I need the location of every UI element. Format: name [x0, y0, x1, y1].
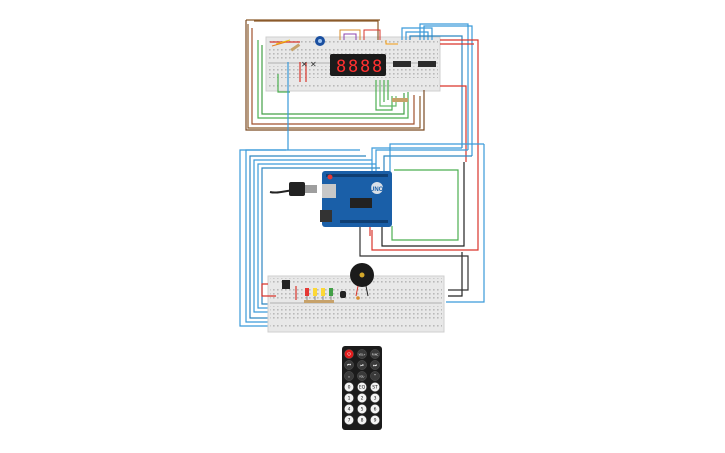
- remote-button-eq[interactable]: EQ: [357, 382, 367, 392]
- button-cross-1: ✕: [301, 60, 308, 69]
- remote-button-label: 2: [361, 396, 364, 402]
- remote-button-label: 9: [374, 418, 377, 424]
- reset-button: [327, 174, 333, 180]
- remote-button-label: ⌄: [347, 375, 351, 380]
- remote-button-label: ST: [372, 385, 378, 391]
- seven-segment-display: 8 8 8 8: [330, 54, 386, 77]
- remote-button-8[interactable]: 8: [357, 415, 367, 425]
- remote-button-0[interactable]: 0: [344, 382, 354, 392]
- remote-button-4[interactable]: 4: [344, 404, 354, 414]
- remote-button-grid: ⏻ VOL+ FUNC ⏮ ⏯ ⏭ ⌄ VOL- ⌃ 0 EQ ST 1 2 3 4 5 6 7 8 9: [344, 349, 380, 425]
- ic-chips: [393, 61, 436, 67]
- brown-wires-top: [245, 19, 425, 131]
- remote-button-play[interactable]: ⏯: [357, 360, 367, 370]
- wires-arduino-to-lower: [359, 162, 469, 297]
- remote-button-up[interactable]: ⌃: [370, 371, 380, 381]
- remote-button-5[interactable]: 5: [357, 404, 367, 414]
- arduino-uno[interactable]: UNO: [320, 171, 392, 227]
- remote-button-label: 8: [361, 418, 364, 424]
- remote-button-label: ⏯: [360, 364, 364, 369]
- usb-cable: [269, 182, 317, 196]
- remote-button-1[interactable]: 1: [344, 393, 354, 403]
- remote-button-label: 6: [374, 407, 377, 413]
- remote-button-2[interactable]: 2: [357, 393, 367, 403]
- top-jumpers: [271, 29, 398, 47]
- remote-button-9[interactable]: 9: [370, 415, 380, 425]
- remote-button-3[interactable]: 3: [370, 393, 380, 403]
- top-board-components: ✕ ✕: [290, 36, 408, 102]
- piezo-buzzer[interactable]: [350, 263, 374, 297]
- arduino-logo: [371, 182, 383, 194]
- remote-button-power[interactable]: ⏻: [344, 349, 354, 359]
- remote-button-label: 1: [348, 396, 351, 402]
- usb-port: [322, 184, 336, 198]
- remote-button-func[interactable]: FUNC: [370, 349, 380, 359]
- ic-chip-2: [418, 61, 436, 67]
- ir-receiver: [282, 280, 290, 289]
- led-resistors: [304, 300, 334, 303]
- remote-button-6[interactable]: 6: [370, 404, 380, 414]
- remote-button-label: ⏮: [347, 364, 351, 369]
- red-wires-top: [270, 39, 479, 251]
- transistor: [340, 291, 360, 300]
- remote-button-prev[interactable]: ⏮: [344, 360, 354, 370]
- remote-button-next[interactable]: ⏭: [370, 360, 380, 370]
- remote-button-label: 5: [361, 407, 364, 413]
- display-digit-3: 8: [360, 57, 370, 77]
- remote-button-vol-minus[interactable]: VOL-: [357, 371, 367, 381]
- display-digit-1: 8: [336, 57, 346, 77]
- remote-button-st[interactable]: ST: [370, 382, 380, 392]
- remote-button-vol-plus[interactable]: VOL+: [357, 349, 367, 359]
- blue-wires-middle: [239, 143, 485, 327]
- resistor-row: [392, 98, 408, 102]
- remote-button-label: 3: [374, 396, 377, 402]
- button-cross-2: ✕: [310, 60, 317, 69]
- display-digit-4: 8: [372, 57, 382, 77]
- remote-button-label: FUNC: [372, 354, 379, 357]
- led-array: [304, 288, 334, 303]
- remote-button-down[interactable]: ⌄: [344, 371, 354, 381]
- remote-button-label: ⌃: [373, 374, 377, 380]
- arduino-model-label: UNO: [370, 187, 384, 193]
- resistor-top: [290, 43, 301, 52]
- remote-button-label: VOL-: [359, 376, 365, 379]
- ic-chip-1: [393, 61, 411, 67]
- display-body: [330, 54, 386, 76]
- blue-wires-top: [287, 23, 473, 156]
- red-wires-bottom: [261, 283, 297, 300]
- remote-button-label: 7: [348, 418, 351, 424]
- remote-button-label: 0: [348, 385, 351, 391]
- remote-button-label: VOL+: [359, 354, 366, 357]
- remote-button-label: 4: [348, 407, 351, 413]
- remote-button-label: ⏻: [347, 352, 351, 358]
- remote-button-7[interactable]: 7: [344, 415, 354, 425]
- display-digit-2: 8: [348, 57, 358, 77]
- remote-button-label: ⏭: [373, 364, 377, 369]
- atmega-chip: [350, 198, 372, 208]
- ir-remote[interactable]: ⏻ VOL+ FUNC ⏮ ⏯ ⏭ ⌄ VOL- ⌃ 0 EQ ST 1 2 3 4 5 6 7 8 9: [342, 346, 382, 430]
- remote-button-label: EQ: [359, 385, 366, 391]
